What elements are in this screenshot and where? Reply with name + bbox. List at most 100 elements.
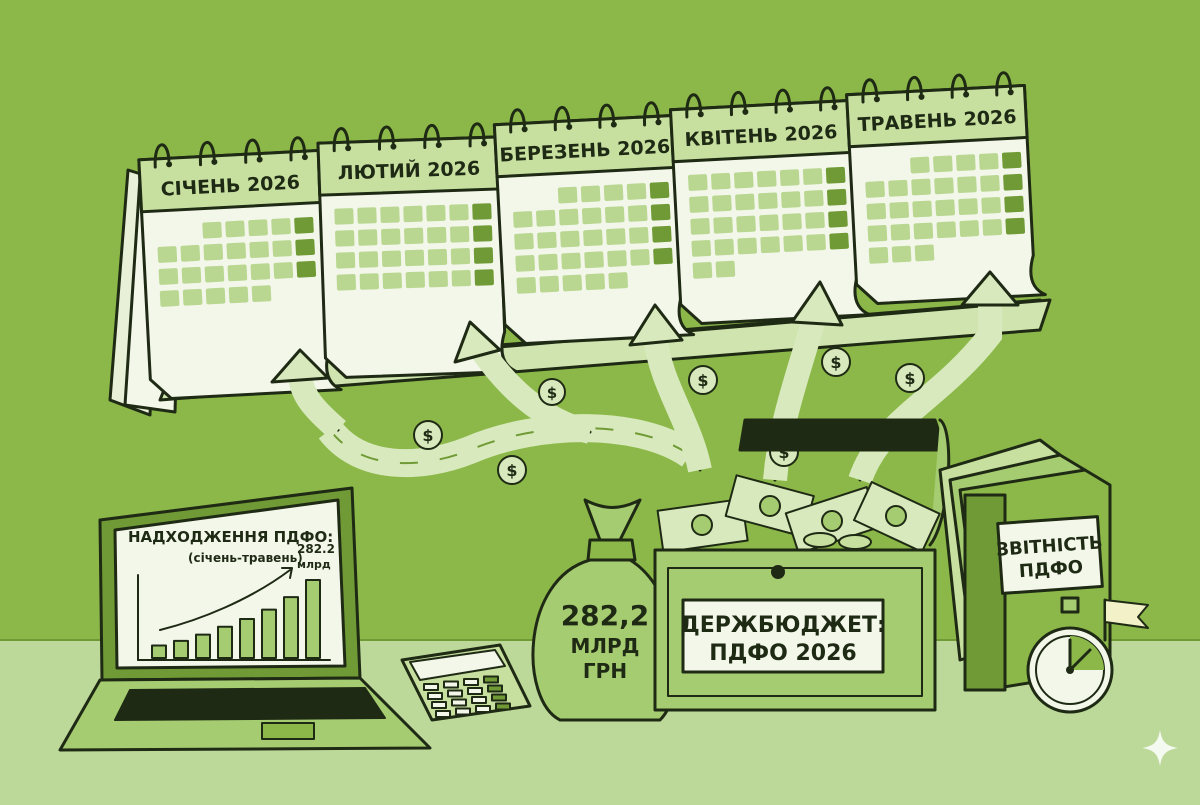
calendar-day-cell [690,218,710,235]
calendar-day-cell [557,186,578,204]
calendar-day-cell [249,241,270,259]
calendar-day-cell [715,260,736,278]
calendar-day-cell [630,248,650,266]
calendar-day-cell [273,262,294,279]
calendar-day-cell [381,250,402,267]
calculator-key [495,702,511,711]
binder-label [996,515,1104,595]
calendar-day-cell [760,236,780,254]
stopwatch-icon [1026,596,1114,714]
calendar-day-cell [956,154,976,172]
calendar-day-cell [691,239,712,257]
calculator-key [475,705,491,713]
budget-chest: ДЕРЖБЮДЖЕТ: ПДФО 2026 [653,418,951,712]
calendar-day-cell [560,230,580,248]
binder-label-line2: ПДФО [1018,557,1084,582]
calendar-day-cell [536,209,556,227]
laptop-chart-subtitle: (січень-травень) [188,551,303,565]
calendar-day-cell [934,177,954,195]
calendar-day-cell [358,251,379,268]
calendar-day-cell [688,174,708,191]
calendar-day-cell [868,246,889,264]
calculator-key [463,678,479,686]
calendar-day-cell [627,205,648,222]
calendar-day-cell [157,246,178,263]
laptop-touchpad [261,722,315,740]
flag-icon [1103,598,1149,642]
chart-bar [239,618,255,659]
calculator-key [467,687,483,695]
calendar-day-cell [251,285,272,303]
chest-label-line2: ПДФО 2026 [709,641,856,666]
calendar-day-cell [226,242,247,260]
calendar-day-cell [733,171,754,189]
calculator-icon [400,643,532,722]
calendar-day-cell [712,194,732,212]
calendar-day-cell [474,269,494,286]
calendar-page-4: КВІТЕНЬ 2026 [668,86,871,325]
calendar-day-cell [604,206,625,224]
calculator-key [455,707,471,716]
calendar-day-cell [653,247,673,265]
calendar-day-cell [271,218,291,235]
svg-text:$: $ [506,461,517,480]
calendar-day-cell [980,175,1000,192]
calendar-day-cell [936,221,957,239]
calendar-day-cell [182,288,203,306]
chart-bar [151,644,167,660]
calendar-day-cell [561,252,581,270]
chart-bar [173,639,189,660]
calendar-day-cell [225,220,245,238]
calendar-day-cell [826,188,847,206]
calendar-page-3: БЕРЕЗЕНЬ 2026 [492,101,696,345]
calculator-key [447,689,463,698]
calendar-day-cell [714,238,735,256]
calendar-day-cell [380,206,400,224]
calendar-day-cell [711,172,731,190]
money-stream: $ $ $ $ $ $ $ [270,270,1020,485]
calendar-day-cell [584,251,604,269]
calendar-day-cell [580,185,601,203]
calendar-day-cell [603,184,624,202]
laptop: НАДХОДЖЕННЯ ПДФО: (січень-травень) 282.2… [58,486,432,752]
calendar-day-cell [759,214,779,232]
calendar-day-cell [737,237,758,255]
calendar-day-cell [581,207,602,225]
calendar-day-cell [335,230,355,247]
calculator-key [435,710,451,718]
chart-bar [217,625,233,659]
coin-icon: $ [413,420,443,450]
calendar-day-cell [912,200,933,218]
calendar-day-cell [585,273,606,291]
calendar-day-cell [783,235,803,252]
calculator-key [487,684,503,693]
calendar-day-cell [334,208,354,225]
calendar-day-cell [473,225,493,242]
calendar-day-cell [958,198,978,215]
calendar-day-cell [758,192,778,210]
calendar-day-cell [888,179,908,197]
moneybag-amount: 282,2 [561,599,650,632]
calendar-day-cell [426,204,446,222]
calendar-day-cell [866,203,887,220]
calendar-day-cell [248,219,268,237]
calculator-key [451,698,467,707]
coin-icon: $ [821,347,851,377]
calendar-day-cell [451,270,471,287]
calendar-day-cell [805,212,825,229]
calendar-day-cell [865,181,885,198]
chest-label-line1: ДЕРЖБЮДЖЕТ: [680,613,886,638]
calendar-day-cell [158,268,179,285]
calendar-day-cell [829,232,849,250]
calendar-day-cell [1001,151,1022,169]
calendar-day-cell [227,264,248,282]
calendar-day-cell [608,272,628,289]
calendar-day-cell [427,248,448,266]
calendar-day-cell [405,271,425,289]
calendar-day-cell [450,226,470,243]
calendar-day-cell [804,190,824,207]
calendar-day-cell [539,275,560,293]
calendar-day-cell [652,225,672,243]
